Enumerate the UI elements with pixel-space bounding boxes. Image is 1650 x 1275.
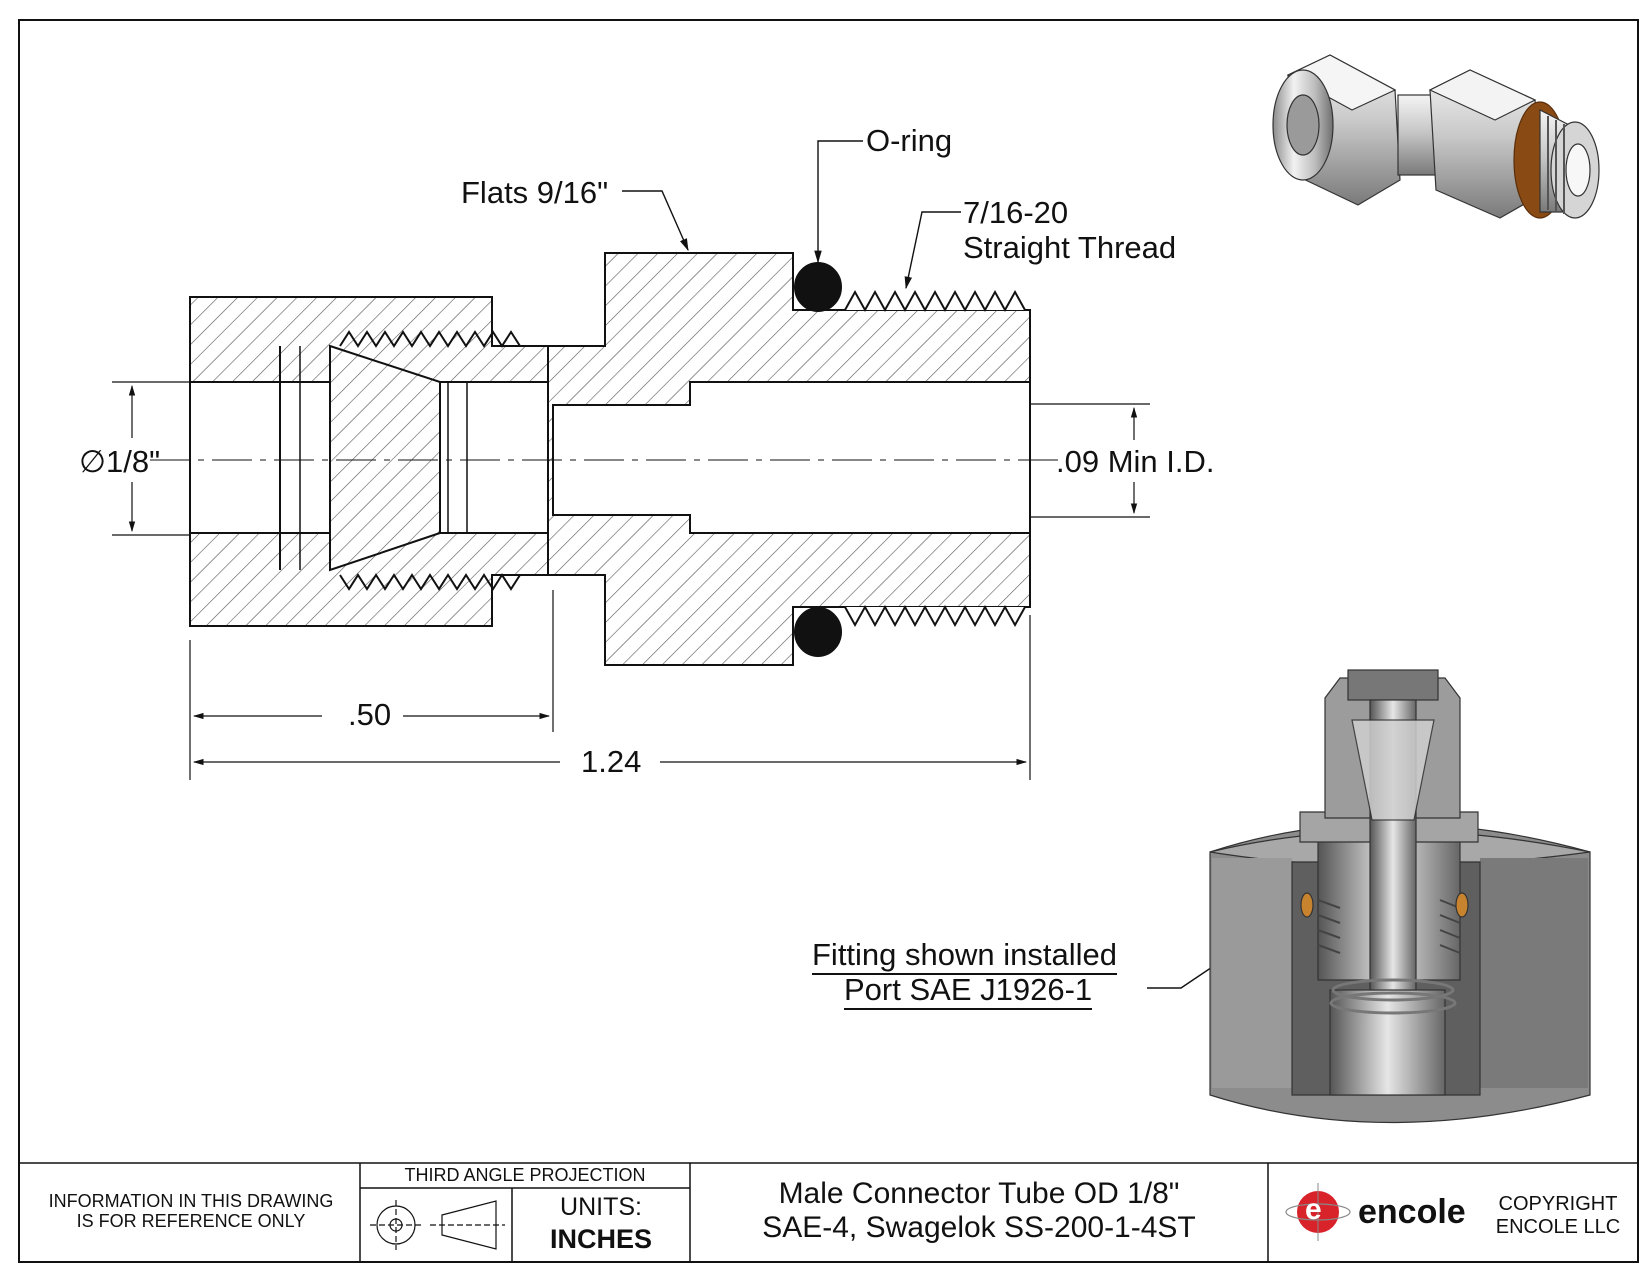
thread-callout-line1: 7/16-20 — [963, 195, 1069, 230]
section-view — [189, 252, 1031, 666]
copyright-line1: COPYRIGHT — [1498, 1193, 1618, 1215]
length-total-dimension: 1.24 — [581, 744, 642, 779]
reference-note-line1: INFORMATION IN THIS DRAWING — [48, 1191, 334, 1211]
drawing-title-line1: Male Connector Tube OD 1/8" — [778, 1177, 1180, 1210]
stem-thread-top — [844, 289, 1026, 313]
body-section — [547, 252, 1031, 666]
reference-note: INFORMATION IN THIS DRAWING IS FOR REFER… — [24, 1191, 358, 1231]
units-label: UNITS: — [560, 1193, 642, 1221]
flats-callout: Flats 9/16" — [461, 175, 609, 210]
drawing-title-line2: SAE-4, Swagelok SS-200-1-4ST — [762, 1211, 1196, 1244]
installed-3d-image — [1209, 669, 1591, 1124]
sheet-border — [18, 19, 1639, 1263]
units-value: INCHES — [549, 1224, 652, 1254]
thread-leader — [904, 211, 961, 290]
dimensions — [112, 381, 1150, 780]
flats-leader — [622, 190, 689, 252]
internal-thread-top — [339, 330, 521, 348]
logo-text: encole — [1358, 1193, 1466, 1231]
stem-thread-bottom — [844, 604, 1026, 628]
oring-callout: O-ring — [866, 123, 953, 158]
thread-callout-line2: Straight Thread — [963, 230, 1177, 265]
tube-od-value: 1/8" — [106, 444, 161, 479]
length-a-dimension: .50 — [348, 697, 392, 732]
copyright-line2: ENCOLE LLC — [1495, 1216, 1621, 1238]
diameter-dimension: ∅1/8" — [79, 444, 160, 480]
oring-top — [794, 262, 842, 312]
oring-leader — [814, 140, 863, 264]
copyright: COPYRIGHT ENCOLE LLC — [1488, 1193, 1628, 1239]
logo-letter: e — [1305, 1193, 1322, 1226]
projection-symbol-icon — [370, 1200, 505, 1250]
installed-callout-line1: Fitting shown installed — [812, 937, 1117, 975]
min-id-dimension: .09 Min I.D. — [1056, 444, 1215, 479]
reference-note-line2: IS FOR REFERENCE ONLY — [76, 1211, 306, 1231]
projection-label: THIRD ANGLE PROJECTION — [404, 1165, 646, 1185]
drawing-title: Male Connector Tube OD 1/8" SAE-4, Swage… — [690, 1177, 1268, 1245]
title-block-lines — [19, 1162, 1638, 1262]
ferrule — [329, 344, 441, 572]
encole-logo-icon — [1285, 1183, 1351, 1241]
installed-callout-line2: Port SAE J1926-1 — [844, 972, 1093, 1010]
oring-bottom — [794, 607, 842, 657]
diameter-symbol: ∅ — [79, 444, 107, 480]
fitting-3d-image — [1272, 54, 1600, 219]
internal-thread-bottom — [339, 573, 521, 591]
